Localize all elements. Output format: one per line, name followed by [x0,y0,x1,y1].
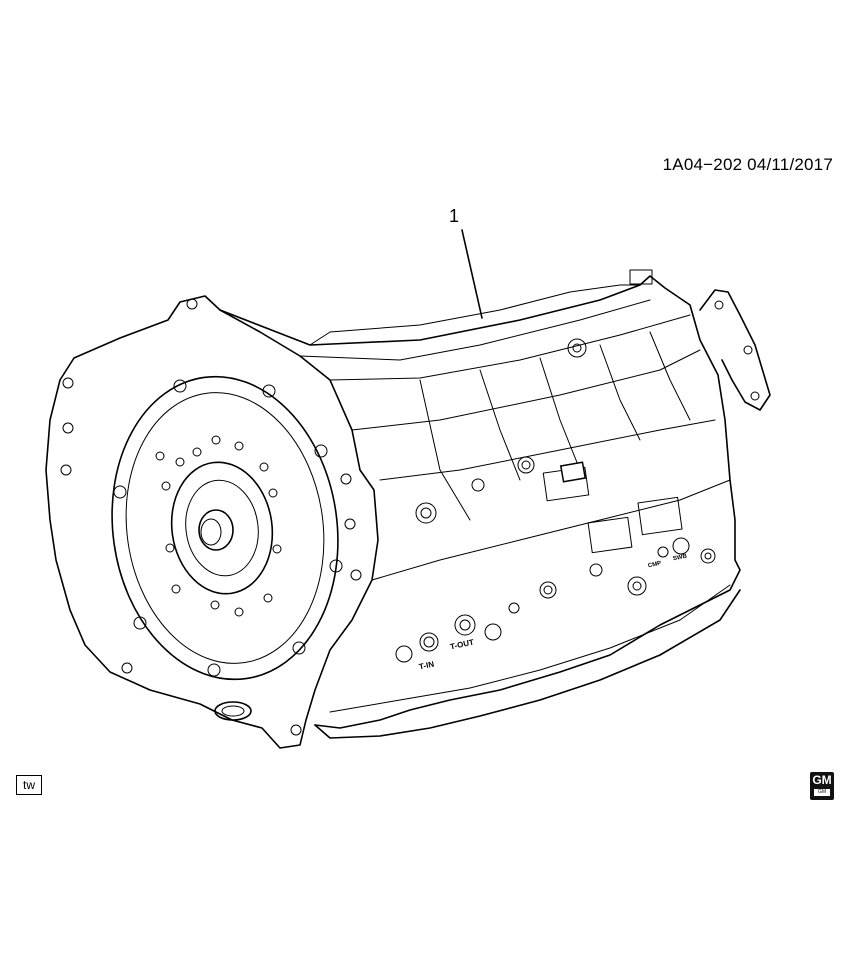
oil-pan-outline [314,589,741,739]
bell-housing-outline [45,295,379,749]
tw-badge: tw [16,775,42,795]
torque-converter-hub [170,461,274,595]
callout-number-1: 1 [449,206,460,226]
transmission-case-outline [219,275,741,729]
gm-logo-text: GM [812,773,832,787]
side-fittings [395,456,716,663]
torque-converter-outer [111,375,339,681]
gm-logo-icon: GM GM [810,772,834,800]
bell-housing-bosses [60,298,362,736]
gm-logo-subtext: GM [814,789,830,796]
diagram-reference-code: 1A04−202 04/11/2017 [662,155,833,174]
flex-plate-bolt-holes [113,379,343,677]
callout-leader-line [461,229,483,319]
output-flange-outline [699,289,771,411]
